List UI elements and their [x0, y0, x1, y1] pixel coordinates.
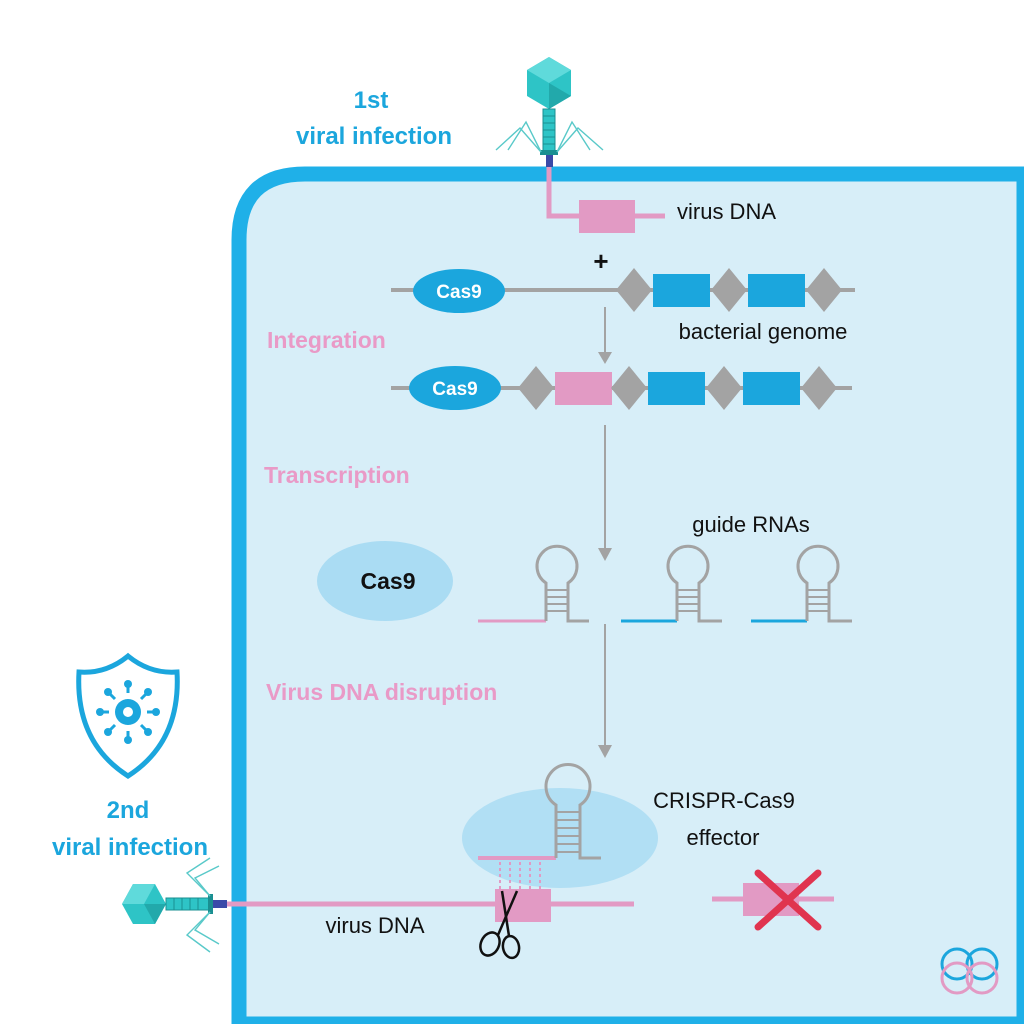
guide-rna-3 [751, 544, 852, 623]
new-virus-spacer [555, 372, 612, 405]
crispr-repeat [611, 366, 647, 410]
shield-virus-icon [76, 652, 180, 779]
crispr-cas9-effector [462, 763, 658, 889]
integrated-genome: Cas9 [391, 366, 852, 410]
plus-sign: + [593, 246, 608, 276]
guide-rna-1 [478, 544, 589, 623]
second-infection-label-line1: 2nd [107, 797, 150, 824]
cas9-gene-integrated [409, 366, 501, 410]
cas9-gene-label-genome: Cas9 [436, 282, 481, 303]
cas9-gene-label-integrated: Cas9 [432, 379, 477, 400]
cas9-protein-label: Cas9 [361, 568, 416, 594]
crispr-repeat [616, 268, 652, 312]
bacterial-genome-label: bacterial genome [679, 319, 848, 344]
interlocking-rings-logo [940, 947, 999, 995]
arrow-integration [598, 307, 612, 364]
second-infection-label-line2: viral infection [52, 834, 208, 861]
crispr-repeat [711, 268, 747, 312]
transcription-label: Transcription [264, 462, 410, 488]
bacteriophage-bottom-icon [122, 857, 227, 953]
crispr-spacer [648, 372, 705, 405]
bacterial-genome: Cas9 [391, 268, 855, 313]
crispr-repeat [706, 366, 742, 410]
crispr-spacer [653, 274, 710, 307]
arrow-disruption [598, 624, 612, 758]
crispr-cas9-label-line2: effector [687, 825, 760, 850]
crispr-cas9-label-line1: CRISPR-Cas9 [653, 788, 795, 813]
scissors-icon [479, 890, 521, 960]
integration-label: Integration [267, 327, 386, 353]
crispr-spacer [748, 274, 805, 307]
virus-dna-segment-top [579, 200, 635, 233]
cas9-gene-genome [413, 269, 505, 313]
crispr-repeat [518, 366, 554, 410]
arrow-transcription [598, 425, 612, 561]
cas9-protein [317, 541, 453, 621]
bacteriophage-top-icon [495, 57, 604, 167]
crispr-spacer [743, 372, 800, 405]
virus-dna-label-top: virus DNA [677, 199, 776, 224]
x-mark-icon [754, 869, 822, 931]
guide-rna-2 [621, 544, 722, 623]
first-infection-label-line1: 1st [354, 87, 389, 114]
first-infection-label-line2: viral infection [296, 123, 452, 150]
crispr-repeat [801, 366, 837, 410]
virus-dna-label-bottom: virus DNA [325, 913, 424, 938]
guide-rnas-label: guide RNAs [692, 512, 809, 537]
crispr-repeat [806, 268, 842, 312]
virus-dna-disruption-label: Virus DNA disruption [266, 679, 497, 705]
